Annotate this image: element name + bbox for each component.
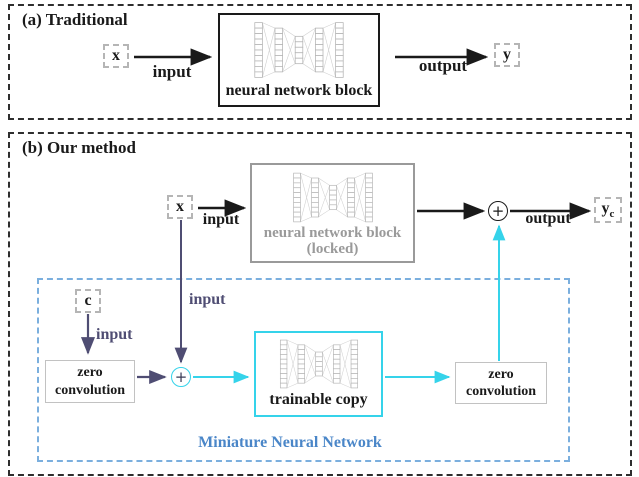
yc-label: yc — [601, 199, 615, 221]
neural-network-icon — [279, 339, 358, 389]
trainable-copy-block: trainable copy — [254, 331, 383, 417]
input-label-purple-x: input — [189, 291, 226, 308]
panel-a-traditional — [8, 4, 632, 120]
neural-network-block-locked: neural network block (locked) — [250, 163, 415, 263]
output-yc-box: yc — [594, 197, 622, 223]
plus-icon: + — [174, 367, 188, 386]
zero-conv-left-line1: zero — [77, 365, 103, 380]
zero-conv-left-line2: convolution — [54, 382, 125, 398]
trainable-copy-label: trainable copy — [269, 391, 368, 408]
neural-network-icon — [254, 22, 344, 78]
plus-icon: + — [491, 201, 505, 220]
panel-b-title: (b) Our method — [22, 138, 136, 157]
input-x-box-a: x — [103, 44, 129, 68]
x-label-b: x — [176, 198, 184, 215]
output-label-b: output — [525, 210, 571, 227]
panel-a-title: (a) Traditional — [22, 10, 128, 29]
input-label-purple-c: input — [96, 326, 133, 343]
y-label-a: y — [503, 46, 511, 63]
add-node-top: + — [488, 201, 508, 221]
output-label-a: output — [418, 56, 468, 75]
zero-convolution-block-right: zero convolution — [455, 362, 547, 404]
neural-network-icon — [292, 172, 373, 223]
zero-conv-right-line2: convolution — [465, 384, 536, 399]
output-y-box-a: y — [494, 43, 520, 67]
input-label-a: input — [152, 62, 192, 81]
c-label: c — [84, 292, 92, 309]
input-x-box-b: x — [167, 195, 193, 219]
locked-block-label-line2: (locked) — [306, 240, 359, 257]
input-label-b-top: input — [202, 211, 240, 228]
zero-conv-right-line1: zero — [488, 366, 514, 382]
zero-convolution-block-left: zero convolution — [45, 360, 135, 403]
miniature-network-region — [37, 278, 570, 462]
neural-network-block-a: neural network block — [218, 13, 380, 107]
miniature-network-label: Miniature Neural Network — [198, 434, 382, 451]
locked-block-label: neural network block (locked) — [263, 225, 402, 258]
locked-block-label-line1: neural network block — [263, 225, 402, 241]
condition-c-box: c — [75, 289, 101, 313]
panel-b-our-method — [8, 132, 632, 476]
neural-network-block-label: neural network block — [225, 82, 373, 99]
x-label-a: x — [112, 47, 120, 64]
add-node-bottom: + — [171, 367, 191, 387]
